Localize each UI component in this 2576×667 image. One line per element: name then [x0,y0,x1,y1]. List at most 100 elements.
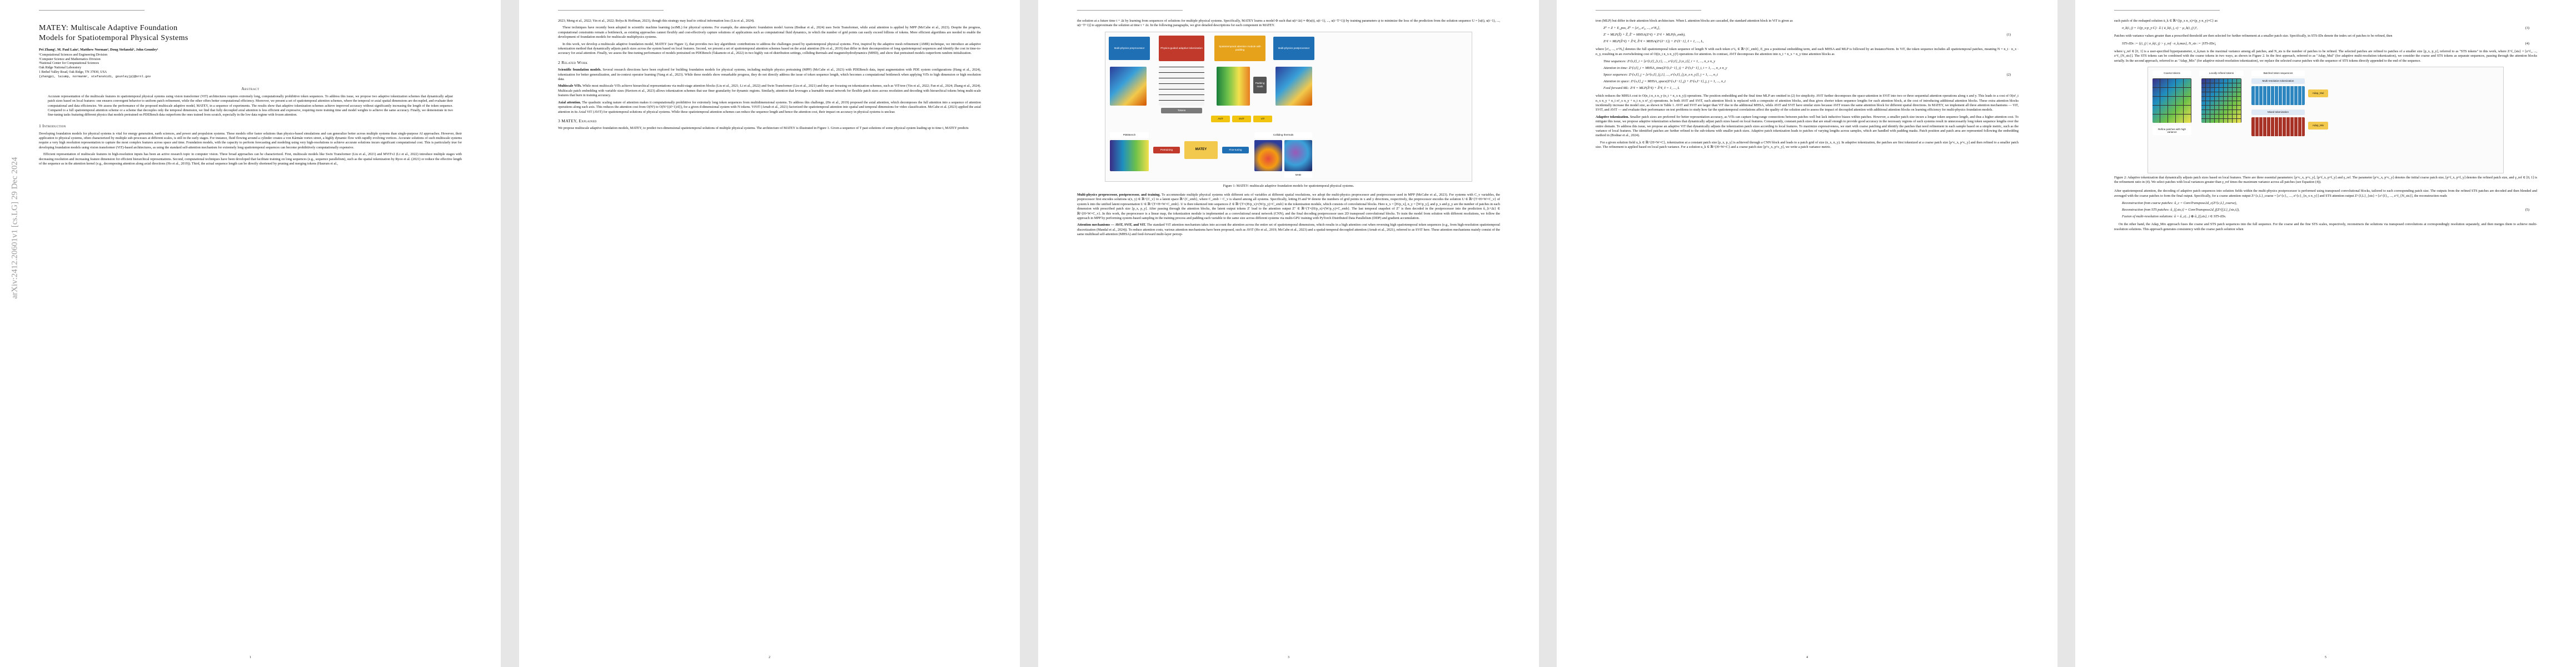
equation-number: (5) [2525,208,2529,212]
page-5-column: each patch of the reshaped solution ū_k … [2114,19,2537,234]
paragraph: Scientific foundation models. Several re… [558,68,981,82]
tokens-label: Tokens [1161,107,1202,113]
multi-resolution-label: Multi-resolution tokenization [2251,78,2305,84]
top-rule [1077,10,1183,11]
affiliation: ¹Computational Sciences and Engineering … [39,53,108,57]
page-5: each patch of the reshaped solution ū_k … [2075,0,2576,667]
page-4-column: tron (MLP) but differ in their attention… [1596,19,2019,152]
page-3-column: the solution at a future time t + Δt by … [1077,19,1500,240]
equation-line: σ_k(i, j) = 1/(p_x·p_y·C) · Σ ( ū_k(i, j… [2122,26,2529,31]
finetuning-label: Fine-tuning [1222,146,1249,153]
paragraph-heading: Attention mechanisms — AViT, SViT, and V… [1077,223,1146,227]
attention-module-block: Spatiotemporal attention module with pad… [1214,35,1265,61]
affiliation: Oak Ridge National Laboratory [39,66,82,69]
section-heading: 3 MATEY, Explained [558,118,597,123]
equation-number: (2) [2006,73,2011,77]
paragraph: Developing foundation models for physica… [39,131,462,150]
equation-line: Space sequences: Z^{s,ℓ}_j = [z^{s,ℓ}_{j… [1603,73,2011,77]
mhd-label: MHD [1284,172,1312,178]
equation-line: STS-IDs := {(i, j) | σ_k(i, j) > γ_ref ·… [2122,41,2529,46]
paragraph: tron (MLP) but differ in their attention… [1596,19,1793,23]
mixed-sequence [2251,117,2305,137]
matey-model-box: MATEY [1184,141,1218,159]
postprocessor-block: Multi-physics postprocessor [1273,36,1314,60]
equation-number: (3) [2525,26,2529,31]
page-number: 3 [1288,656,1289,659]
author-emails: {zhangp1, laiump, normanmr, stefanskid1,… [39,74,151,79]
preprocessor-block: Multi-physics preprocessor [1109,36,1150,60]
mhd-image [1284,140,1312,171]
batched-label: Batched token sequences [2251,71,2305,77]
top-rule [39,10,145,11]
equation-line: Z^ℓ = MLP(Ẑ^ℓ) + Ẑ^ℓ, Ẑ^ℓ = MHSA(Z^{ℓ−1}… [1603,39,1704,44]
equation-line: Reconstruction from coarse patches: û_c … [2122,201,2237,206]
vit-label: ViT [1253,115,1272,122]
paragraph-heading: Multiscale ViTs. [558,84,582,88]
paragraph: each patch of the reshaped solution ū_k … [2114,19,2218,23]
coarse-grid-image [2153,78,2191,123]
equation-line: Attention in time: Z^{t,ℓ}_i = MHSA_time… [1603,66,1727,71]
equation-line: Attention in space: Z^{s,ℓ}_j = MHSA_spa… [1603,79,1726,84]
top-rule [1596,10,1701,11]
equation-line: Time sequences: Z^{t,ℓ}_i = [z^{t,ℓ}_{i,… [1603,59,1715,64]
paragraph-heading: Scientific foundation models. [558,68,602,72]
locally-refined-label: Locally refined tokens [2199,71,2244,77]
figure-1: Multi-physics preprocessor Physics-guide… [1105,31,1472,182]
page-4: tron (MLP) but differ in their attention… [1557,0,2057,667]
paragraph: For a given solution field u_k ∈ ℝ^{H×W×… [1596,140,2019,150]
equation-line: Reconstruction from STS patches: û_{f,st… [2122,208,2529,212]
paragraph: where [z¹₀, ..., z^N₀] denotes the full … [1596,47,2019,56]
figure-2: Coarse tokens Refine patches with high v… [2148,67,2504,174]
page-1: arXiv:2412.20601v1 [cs.LG] 29 Dec 2024 M… [0,0,501,667]
equation-line: Z⁰ = Z + E_pos, Z⁰ = [z¹₀, z²₀, ..., z^N… [1603,26,1660,31]
page-1-column: MATEY: Multiscale Adaptive Foundation Mo… [39,19,462,168]
mixed-label: Mixed tokenization [2251,109,2305,116]
equation-2: Time sequences: Z^{t,ℓ}_i = [z^{t,ℓ}_{i,… [1603,59,2011,91]
paragraph: Patches with variance values greater tha… [2114,34,2393,38]
equation-3: σ_k(i, j) = 1/(p_x·p_y·C) · Σ ( ū_k(i, j… [2122,26,2529,31]
author-list: Pei Zhang¹, M. Paul Laiu², Matthew Norma… [39,48,158,52]
paragraph-heading: Multi-physics preprocessor, postprocesso… [1077,193,1160,197]
paragraph: the solution at a future time t + Δt by … [1077,19,1500,28]
affiliation: ²Computer Science and Mathematics Divisi… [39,57,101,61]
paragraph-heading: Axial attention. [558,100,581,104]
adap-mix-label: Adap_Mix [2308,122,2328,130]
prediction-image [1275,66,1312,106]
affiliation: 1 Bethel Valley Road, Oak Ridge, TN 3783… [39,70,107,74]
page-3: the solution at a future time t + Δt by … [1038,0,1539,667]
multi-resolution-sequence [2251,86,2305,106]
page-2: 2023; Meng et al., 2022; Yin et al., 202… [519,0,1020,667]
thermals-image [1254,140,1282,171]
attention-heatmap [1217,66,1250,106]
paragraph: On the other hand, the Adap_Mix approach… [2114,222,2537,231]
solution-field-image [1110,66,1147,106]
svit-label: SViT [1232,115,1251,122]
abstract-heading: Abstract [241,86,260,91]
top-rule [2114,10,2220,11]
paragraph: where γ_ref ∈ [0, 1] is a user-specified… [2114,49,2537,63]
figure-2-caption: Figure 2: Adaptive tokenization that dyn… [2114,176,2537,185]
paper-title: MATEY: Multiscale Adaptive Foundation Mo… [39,24,188,42]
section-heading: 2 Related Work [558,59,588,65]
arxiv-identifier: arXiv:2412.20601v1 [cs.LG] 29 Dec 2024 [10,157,19,299]
pdebench-label: PDEBench [1110,132,1149,138]
pretraining-label: Pretraining [1153,146,1180,153]
figure-1-caption: Figure 1: MATEY: multiscale adaptive fou… [1223,183,1354,188]
paragraph: Multiscale ViTs. While most multiscale V… [558,84,981,98]
equation-line: Fusion of multi-resolution solutions: û … [2122,215,2226,219]
equation-5: Reconstruction from coarse patches: û_c … [2122,201,2529,219]
thermals-label: Colliding thermals [1254,132,1312,138]
equation-line: Feed forward ML: Z^ℓ = MLP(Ẑ^ℓ) + Ẑ^ℓ, ℓ… [1603,86,1680,91]
paragraph: These techniques have recently been adop… [558,26,981,39]
tokens-grid [1159,67,1204,106]
paragraph: Multi-physics preprocessor, postprocesso… [1077,193,1501,221]
coarse-tokens-label: Coarse tokens [2153,71,2191,77]
equation-number: (1) [2006,33,2011,37]
paragraph: Adaptive tokenization. Smaller patch siz… [1596,115,2019,138]
equation-4: STS-IDs := {(i, j) | σ_k(i, j) > γ_ref ·… [2122,41,2529,46]
avit-label: AViT [1211,115,1230,122]
paragraph-heading: Adaptive tokenization. [1596,115,1629,119]
adap-mul-label: Adap_Mul [2308,89,2328,98]
paragraph: After spatiotemporal attention, the deco… [2114,189,2537,198]
padding-mask-block: Padding mask [1253,76,1267,93]
